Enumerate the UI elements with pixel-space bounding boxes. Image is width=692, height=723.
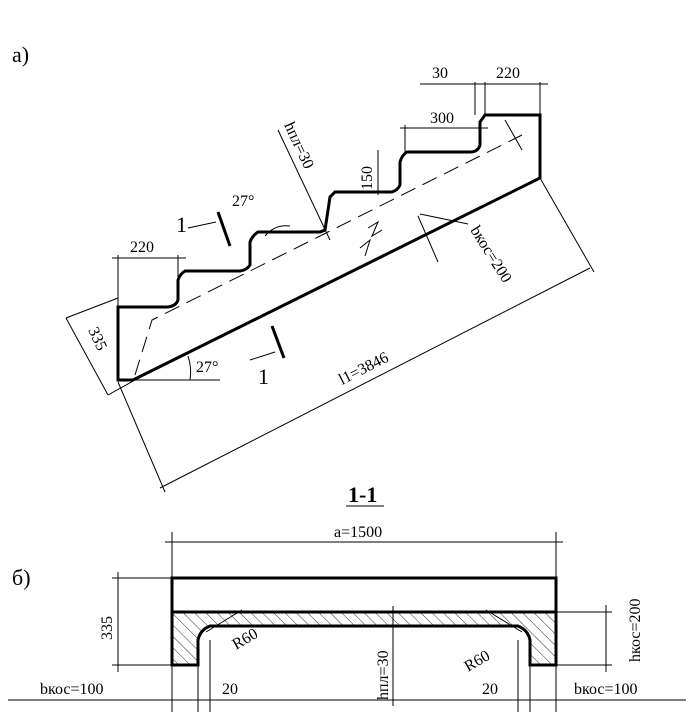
part-a-label: а): [12, 42, 29, 67]
section-arrow-top: [187, 221, 217, 229]
dim-20-right: 20: [482, 681, 498, 698]
break-mark-2: [359, 238, 371, 257]
section-slab: [170, 576, 558, 614]
part-b-label: б): [12, 565, 31, 590]
ext-line-335b: [107, 379, 136, 396]
dim-line-l1: [159, 267, 591, 489]
dim-line-bkos: [417, 215, 439, 263]
section-cut-top: [216, 211, 232, 247]
dim-hkos: hкос=200: [627, 599, 644, 662]
dim-30: 30: [432, 65, 448, 82]
hidden-stringer-line: [134, 134, 523, 376]
leader-bkos: [419, 213, 469, 225]
stair-profile-outline: [116, 113, 542, 382]
section-arrow-bottom: [249, 351, 276, 361]
dim-hpl-b: hпл=30: [375, 650, 392, 700]
ext-line-l1a: [117, 381, 166, 493]
dim-335-b: 335: [99, 616, 116, 640]
break-mark-1: [367, 220, 383, 238]
dim-220-left: 220: [130, 239, 154, 256]
leader-hpl: [277, 129, 331, 241]
dim-bkos: bкос=200: [467, 223, 515, 286]
dim-150: 150: [359, 166, 376, 190]
dim-bkos-right: bкос=100: [574, 681, 637, 698]
dim-335-a: 335: [84, 325, 110, 354]
dim-20-left: 20: [222, 681, 238, 698]
angle-27-bottom: 27°: [196, 359, 218, 376]
ext-line-l1b: [539, 177, 595, 273]
section-cut-bottom: [270, 325, 286, 359]
dim-r60-right: R60: [462, 647, 494, 675]
angle-27-top: 27°: [232, 193, 254, 210]
dim-220-top: 220: [496, 65, 520, 82]
section-title: 1-1: [348, 482, 377, 507]
section-mark-bottom: 1: [258, 364, 269, 389]
angle-arc-bottom: [187, 355, 192, 381]
dim-r60-left: R60: [230, 625, 262, 653]
dim-300: 300: [430, 110, 454, 127]
section-outline: [170, 612, 558, 667]
dim-l1: l1=3846: [336, 349, 391, 388]
dim-a: a=1500: [334, 524, 382, 541]
ext-line-bkos: [504, 119, 523, 151]
angle-arc-top: [264, 225, 291, 237]
ext-line-335a: [65, 297, 119, 319]
dim-bkos-left: bкос=100: [40, 681, 103, 698]
section-mark-top: 1: [176, 212, 187, 237]
leader-r60-left: [205, 609, 243, 633]
dim-line-335: [65, 317, 109, 396]
leader-r60-right: [485, 609, 523, 633]
